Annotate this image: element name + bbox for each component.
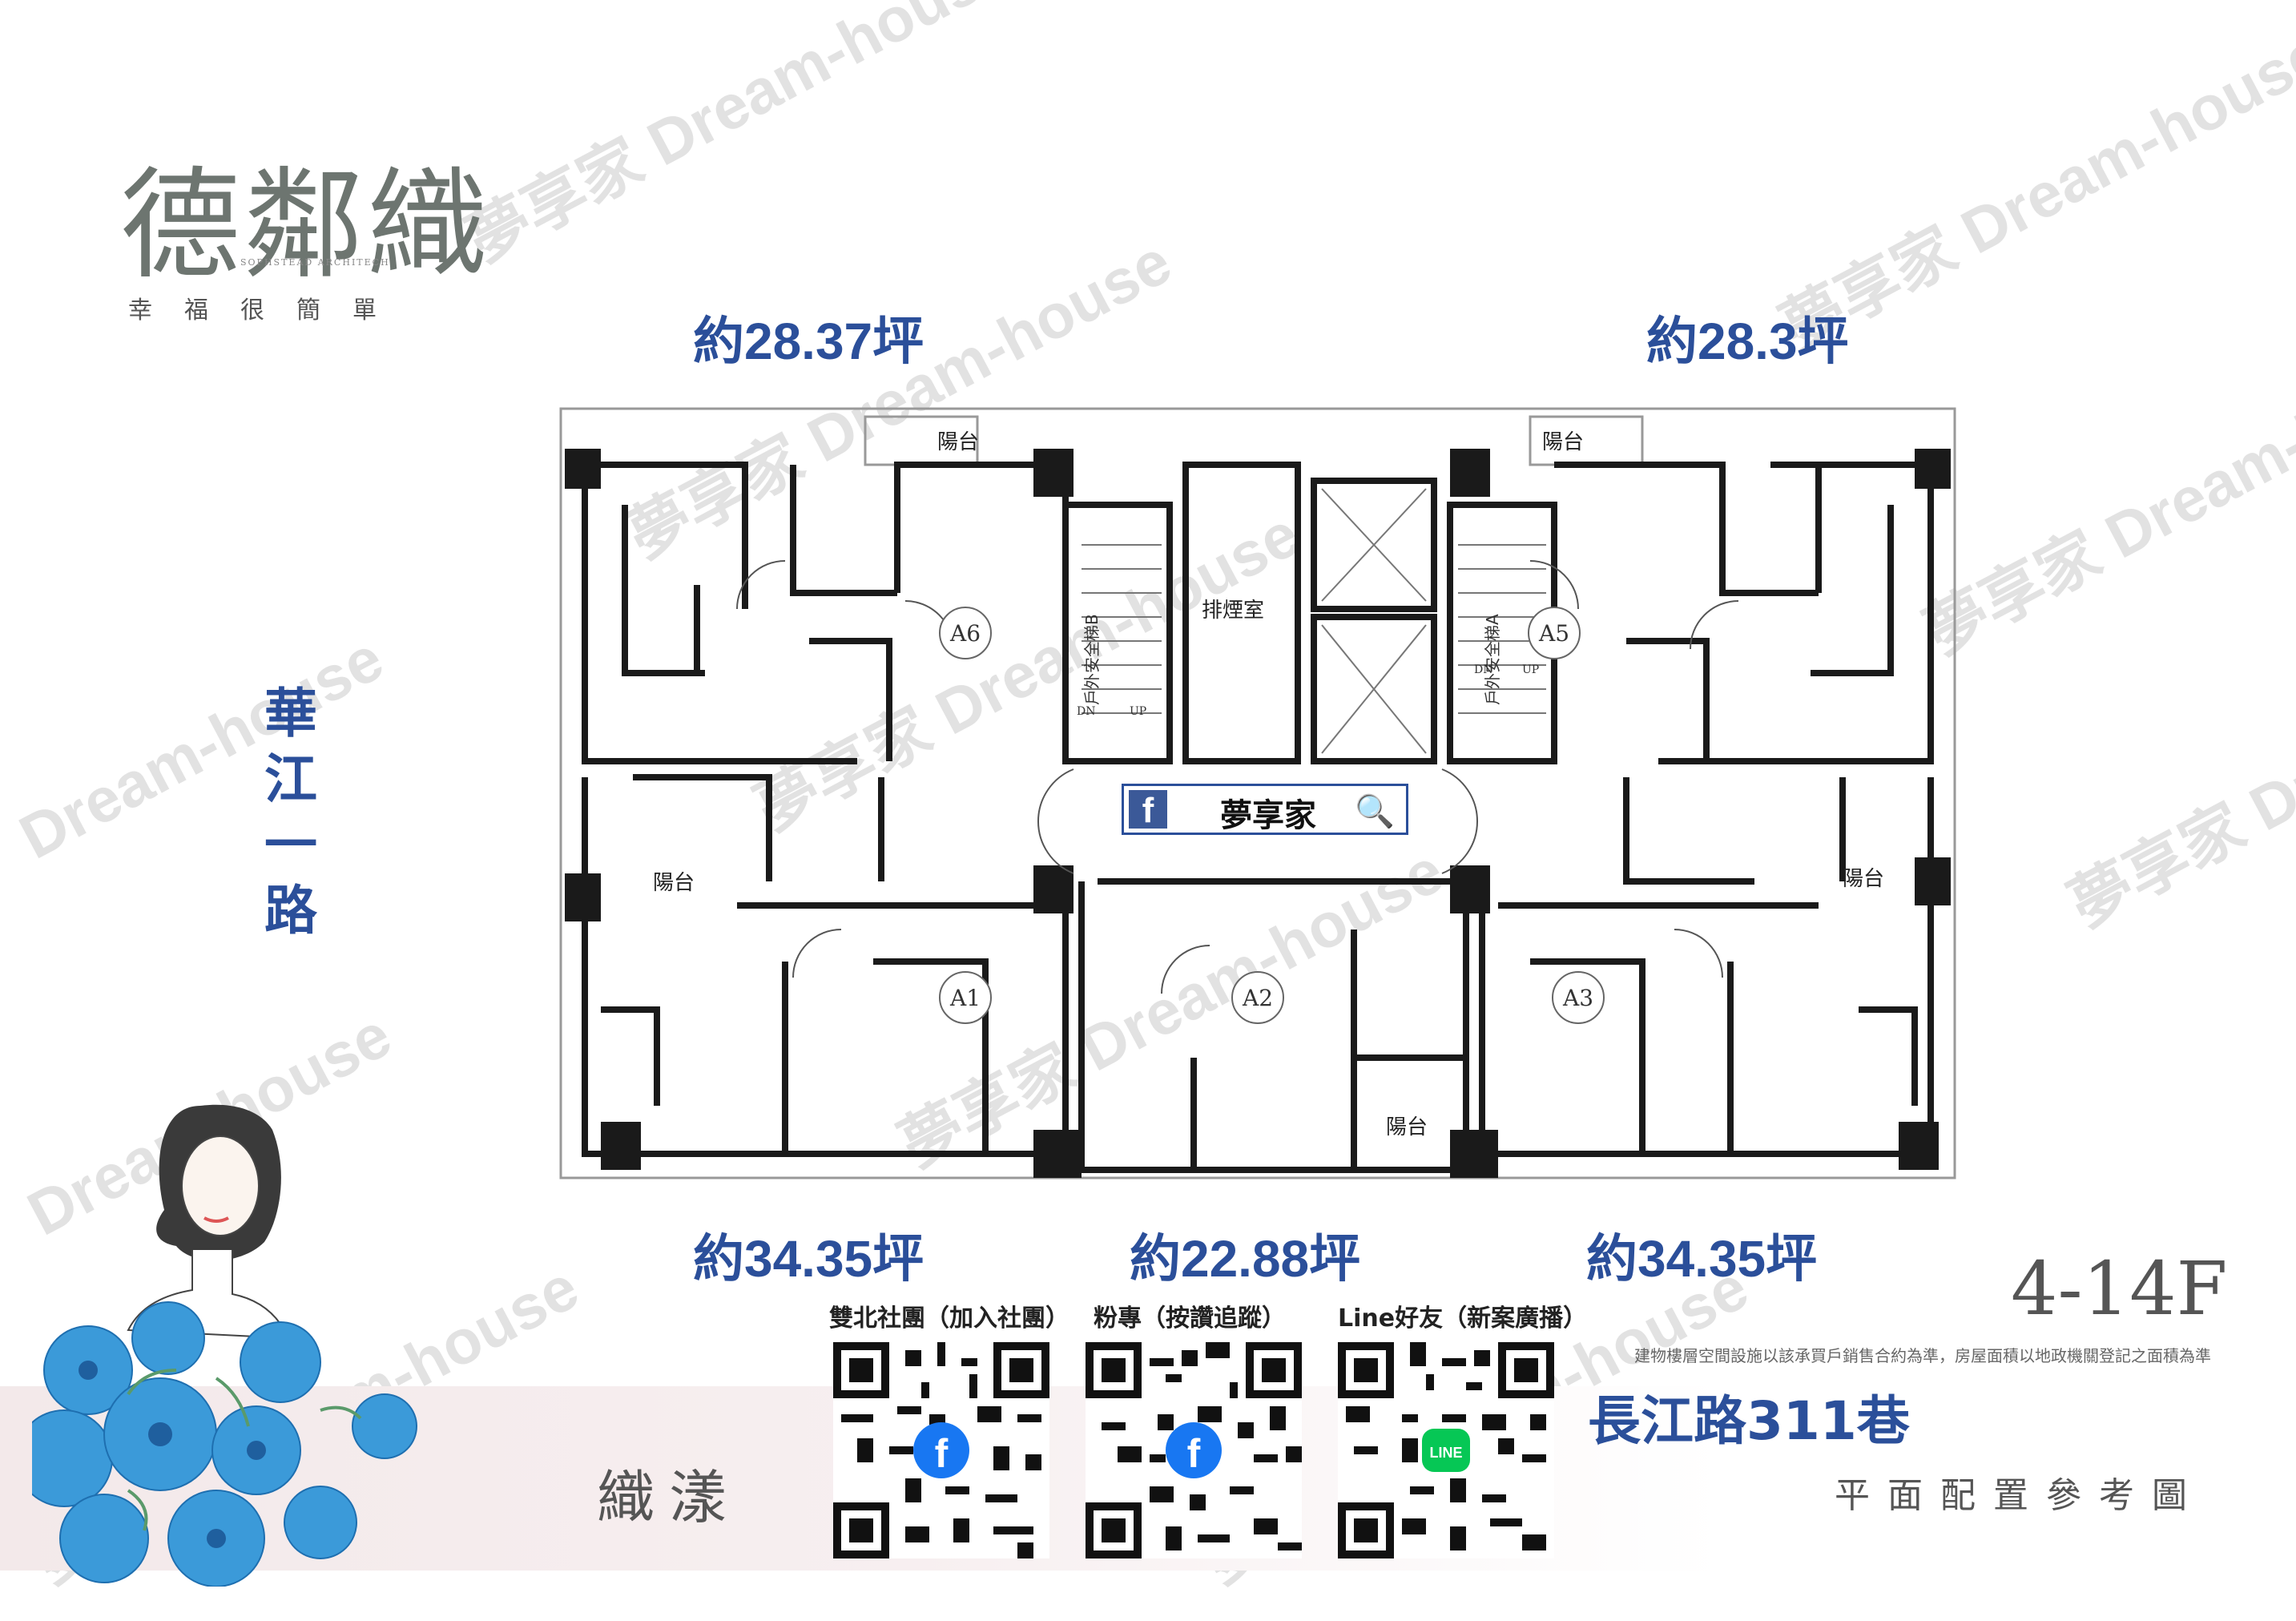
stair-b-label: 戶外安全梯B: [1082, 614, 1102, 705]
bottom-road-label: 長江路311巷: [1588, 1390, 1910, 1452]
area-label-a5: 約28.3坪: [1646, 313, 1849, 370]
watermark: Dream-house: [8, 622, 394, 873]
plan-subtitle: 平面配置參考圖: [1835, 1475, 2205, 1516]
disclaimer-note: 建物樓層空間設施以該承買戶銷售合約為準，房屋面積以地政機關登記之面積為準: [1634, 1346, 2211, 1365]
stair-b-dn: DN: [1077, 705, 1095, 718]
room-balcony-a1: 陽台: [653, 871, 695, 895]
room-balcony-a3: 陽台: [1843, 867, 1884, 891]
brand-logo: 德鄰織: [120, 156, 491, 296]
area-label-a1: 約34.35坪: [693, 1230, 924, 1288]
facebook-banner[interactable]: f 夢享家 🔍: [1122, 784, 1408, 835]
brand-tagline: 幸福很簡單: [128, 296, 409, 325]
svg-text:f: f: [935, 1431, 949, 1476]
unit-label-a2: A2: [1242, 985, 1273, 1011]
watermark: 夢享家 Dream-house: [455, 0, 1022, 276]
area-label-a3: 約34.35坪: [1586, 1230, 1818, 1288]
qr-label-fb-group: 雙北社團（加入社團）: [829, 1304, 1069, 1333]
watermark: 夢享家 Dream-house: [1913, 321, 2296, 668]
room-smoke: 排煙室: [1202, 599, 1264, 623]
unit-label-a3: A3: [1562, 985, 1593, 1011]
room-balcony-a5: 陽台: [1542, 430, 1584, 454]
watermark: 夢享家 Dream-house: [2057, 594, 2296, 941]
illustration: [32, 1104, 417, 1587]
svg-text:LINE: LINE: [1429, 1445, 1462, 1461]
area-label-a6: 約28.37坪: [693, 313, 924, 370]
floor-range: 4-14F: [2011, 1246, 2228, 1332]
qr-code-line[interactable]: LINE: [1338, 1342, 1554, 1558]
unit-label-a5: A5: [1538, 620, 1569, 647]
room-balcony-a2: 陽台: [1386, 1115, 1428, 1139]
floor-plan: A6 A5 A1 A2 A3 陽台 陽台 陽台 陽台 陽台 排煙室 戶外安全梯B…: [559, 407, 1956, 1179]
side-road-label: 華江一路: [264, 683, 317, 942]
unit-label-a1: A1: [949, 985, 981, 1011]
qr-label-fb-page: 粉專（按讚追蹤）: [1094, 1304, 1286, 1333]
stair-a-label: 戶外安全梯A: [1483, 614, 1502, 705]
svg-text:f: f: [1187, 1431, 1201, 1476]
facebook-icon: f: [1129, 790, 1167, 830]
facebook-banner-text: 夢享家: [1220, 797, 1316, 834]
qr-code-fb-group[interactable]: f: [833, 1342, 1049, 1558]
unit-label-a6: A6: [949, 620, 981, 647]
search-icon: 🔍: [1355, 793, 1395, 830]
stair-a-dn: DN: [1474, 663, 1492, 676]
area-label-a2: 約22.88坪: [1130, 1230, 1361, 1288]
stair-a-up: UP: [1522, 663, 1539, 676]
product-name: 織漾: [597, 1464, 742, 1531]
qr-code-fb-page[interactable]: f: [1086, 1342, 1302, 1558]
room-balcony-a6: 陽台: [937, 430, 979, 454]
brand-logo-subtext: SOPHSTEAD ARCHITECH: [240, 257, 390, 268]
qr-label-line: Line好友（新案廣播）: [1338, 1304, 1588, 1333]
stair-b-up: UP: [1130, 705, 1146, 718]
